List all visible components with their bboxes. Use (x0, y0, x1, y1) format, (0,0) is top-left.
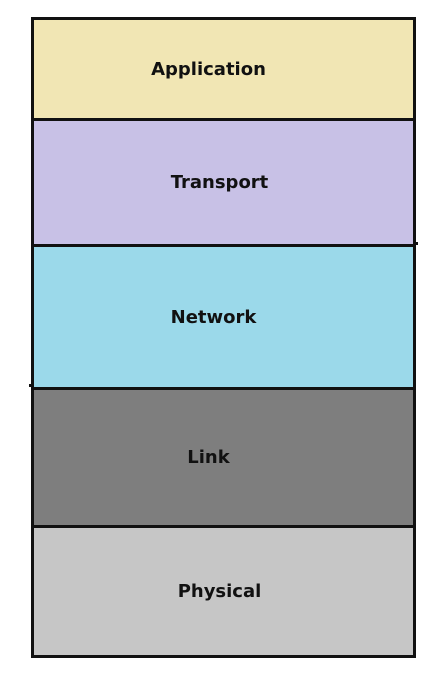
layer-label-application: Application (151, 58, 266, 80)
layer-label-transport: Transport (170, 172, 269, 193)
layer-application: Application (34, 20, 413, 118)
divider-overhang-left (29, 384, 34, 387)
layer-physical: Physical (34, 525, 413, 655)
layer-transport: Transport (34, 118, 413, 244)
layer-link: Link (34, 387, 413, 525)
layer-label-physical: Physical (177, 581, 262, 602)
layer-network: Network (34, 244, 413, 387)
divider-overhang-right (413, 242, 418, 245)
layer-label-network: Network (170, 306, 257, 328)
layer-label-link: Link (187, 447, 230, 468)
network-layer-stack: Application Transport Network Link Physi… (31, 17, 416, 658)
